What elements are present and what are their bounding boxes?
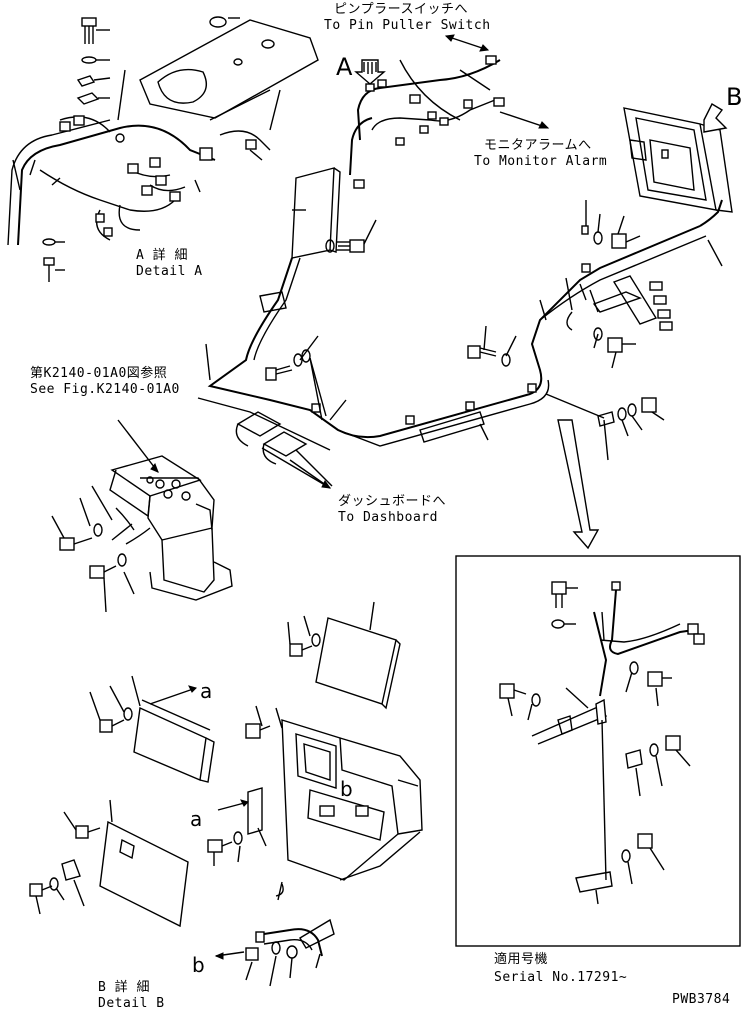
- see-fig-label-en: See Fig.K2140-01A0: [30, 382, 180, 397]
- detail-a-label-en: Detail A: [136, 264, 203, 279]
- monitor-label-en: To Monitor Alarm: [474, 154, 608, 169]
- dashboard-label-en: To Dashboard: [338, 510, 438, 525]
- see-fig-label-jp: 第K2140-01A0図参照: [30, 366, 168, 381]
- main-harness: [197, 34, 707, 489]
- detail-b-label-en: Detail B: [98, 996, 165, 1011]
- callout-b-lower-small: b: [340, 777, 354, 801]
- detail-a-label-jp: A 詳 細: [136, 248, 188, 263]
- drawing-number: PWB3784: [672, 992, 731, 1007]
- switch-assembly: [51, 419, 233, 613]
- dashboard-label-jp: ダッシュボードへ: [338, 494, 447, 509]
- callout-a-lower-mid: a: [190, 807, 203, 831]
- monitor-label-jp: モニタアラームへ: [484, 138, 592, 153]
- callout-b-lower-bottom: b: [192, 953, 206, 977]
- serial-label-en: Serial No.17291~: [494, 970, 628, 985]
- pin-puller-label-en: To Pin Puller Switch: [324, 18, 491, 33]
- detail-a-assembly: [7, 16, 319, 282]
- callout-b-upper: B: [726, 83, 743, 111]
- callout-a-lower-top: a: [200, 679, 213, 703]
- detail-b-label-jp: B 詳 細: [98, 980, 150, 995]
- monitor-box-b: [539, 103, 733, 550]
- pin-puller-label-jp: ピンプラースイッチへ: [334, 2, 468, 17]
- serial-label-jp: 適用号機: [494, 952, 549, 967]
- callout-a-upper: A: [336, 53, 353, 81]
- detail-b-assembly: [29, 601, 423, 987]
- serial-box: [455, 555, 741, 947]
